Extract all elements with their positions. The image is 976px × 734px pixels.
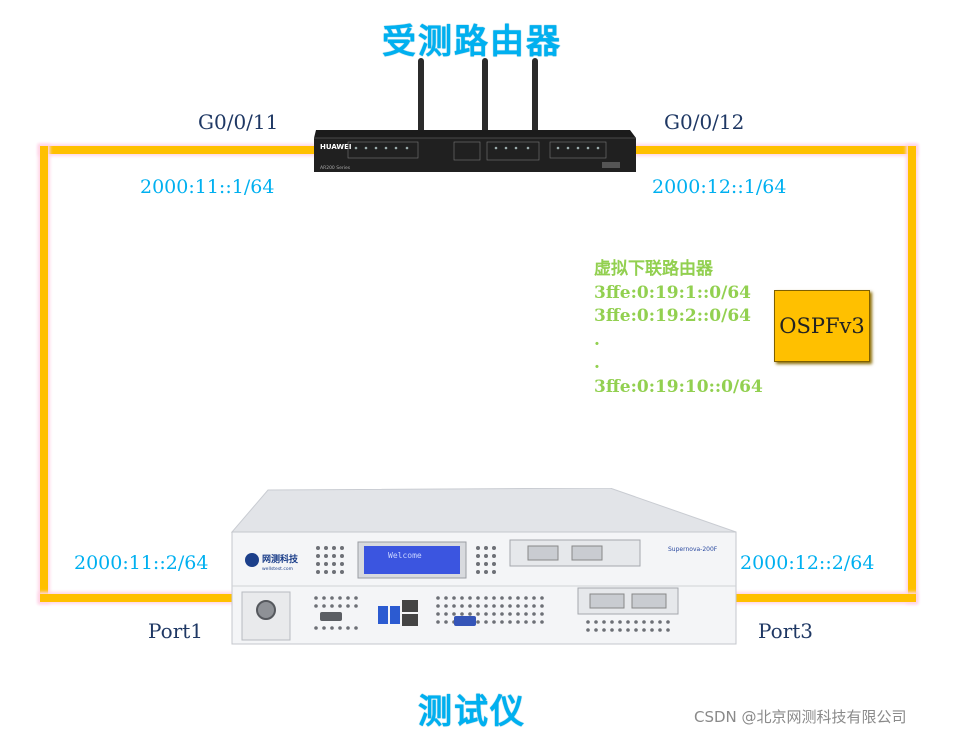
cable-right-bottom <box>732 594 916 602</box>
cable-right-vertical <box>908 146 916 602</box>
router-ip-right: 2000:12::1/64 <box>652 176 787 198</box>
cable-right-top <box>630 146 916 154</box>
router-title: 受测路由器 <box>382 22 562 62</box>
watermark: CSDN @北京网测科技有限公司 <box>694 708 907 726</box>
router-brand: HUAWEI <box>320 143 352 151</box>
route-item: . <box>594 353 600 373</box>
cable-left-bottom <box>40 594 234 602</box>
tester-port-left: Port1 <box>148 619 204 643</box>
cable-left-vertical <box>40 146 48 602</box>
route-item: 3ffe:0:19:1::0/64 <box>594 282 751 303</box>
tester-brand-sub: wellstest.com <box>262 566 293 572</box>
route-item: 3ffe:0:19:10::0/64 <box>594 376 763 397</box>
router-ip-left: 2000:11::1/64 <box>140 176 275 198</box>
tester-brand: 网测科技 <box>262 553 299 565</box>
tester-screen-text: Welcome <box>388 551 422 560</box>
ospfv3-box: OSPFv3 <box>774 290 870 362</box>
tester-title: 测试仪 <box>418 692 526 732</box>
cable-left-top <box>40 146 318 154</box>
router-interface-left: G0/0/11 <box>198 110 279 134</box>
tester-port-right: Port3 <box>758 619 814 643</box>
router-device: HUAWEI AR200 Series <box>314 58 636 172</box>
tester-device: 网测科技 wellstest.com Welcome Supernova-200… <box>230 488 737 645</box>
tester-ip-right: 2000:12::2/64 <box>740 552 875 574</box>
router-series: AR200 Series <box>320 165 351 171</box>
tester-model: Supernova-200F <box>668 546 718 553</box>
virtual-router-block: 虚拟下联路由器 3ffe:0:19:1::0/64 3ffe:0:19:2::0… <box>594 258 763 399</box>
virtual-router-title: 虚拟下联路由器 <box>594 259 713 279</box>
tester-ip-left: 2000:11::2/64 <box>74 552 209 574</box>
route-item: 3ffe:0:19:2::0/64 <box>594 306 751 326</box>
route-item: . <box>594 329 600 350</box>
router-interface-right: G0/0/12 <box>664 110 745 134</box>
